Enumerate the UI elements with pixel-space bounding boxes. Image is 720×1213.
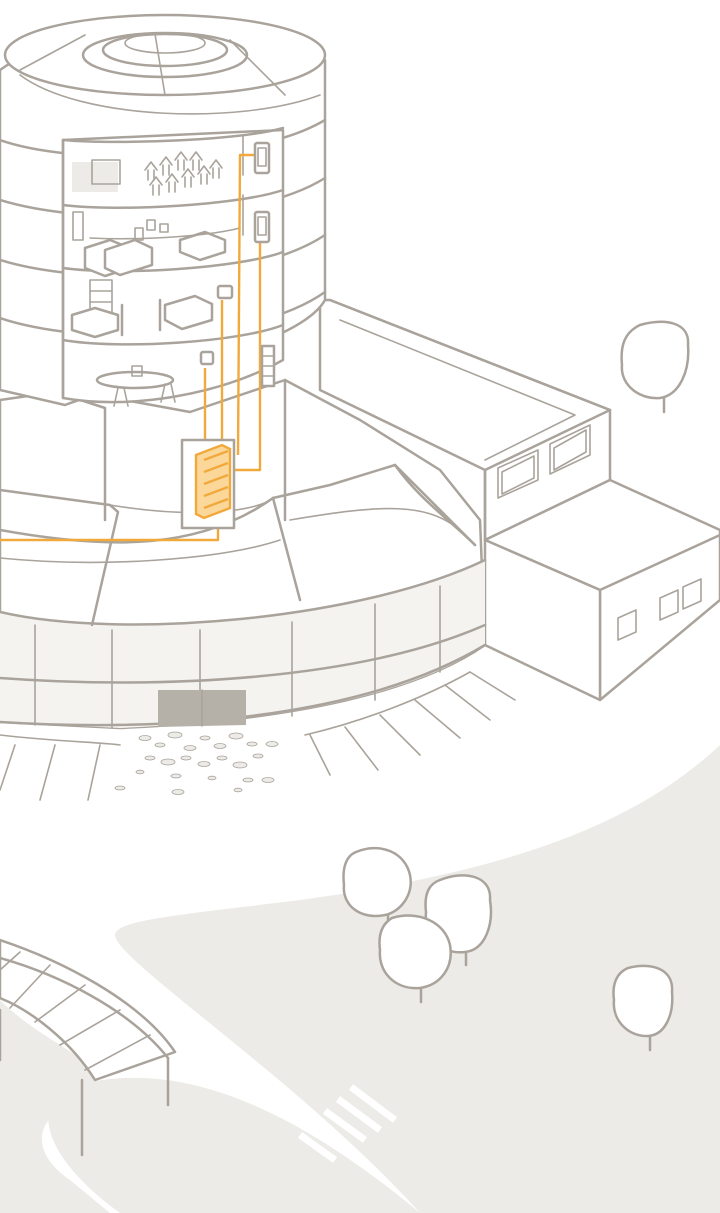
room-device-1 — [255, 143, 269, 173]
distribution-cabinet — [182, 440, 234, 528]
gravel — [115, 732, 278, 795]
room-device-4 — [201, 352, 213, 364]
room-device-2 — [255, 212, 269, 242]
wall-panel — [262, 346, 274, 386]
room-device-3 — [218, 286, 232, 298]
tree — [622, 322, 689, 412]
ground — [0, 745, 720, 1213]
rotunda-tower — [0, 15, 325, 405]
